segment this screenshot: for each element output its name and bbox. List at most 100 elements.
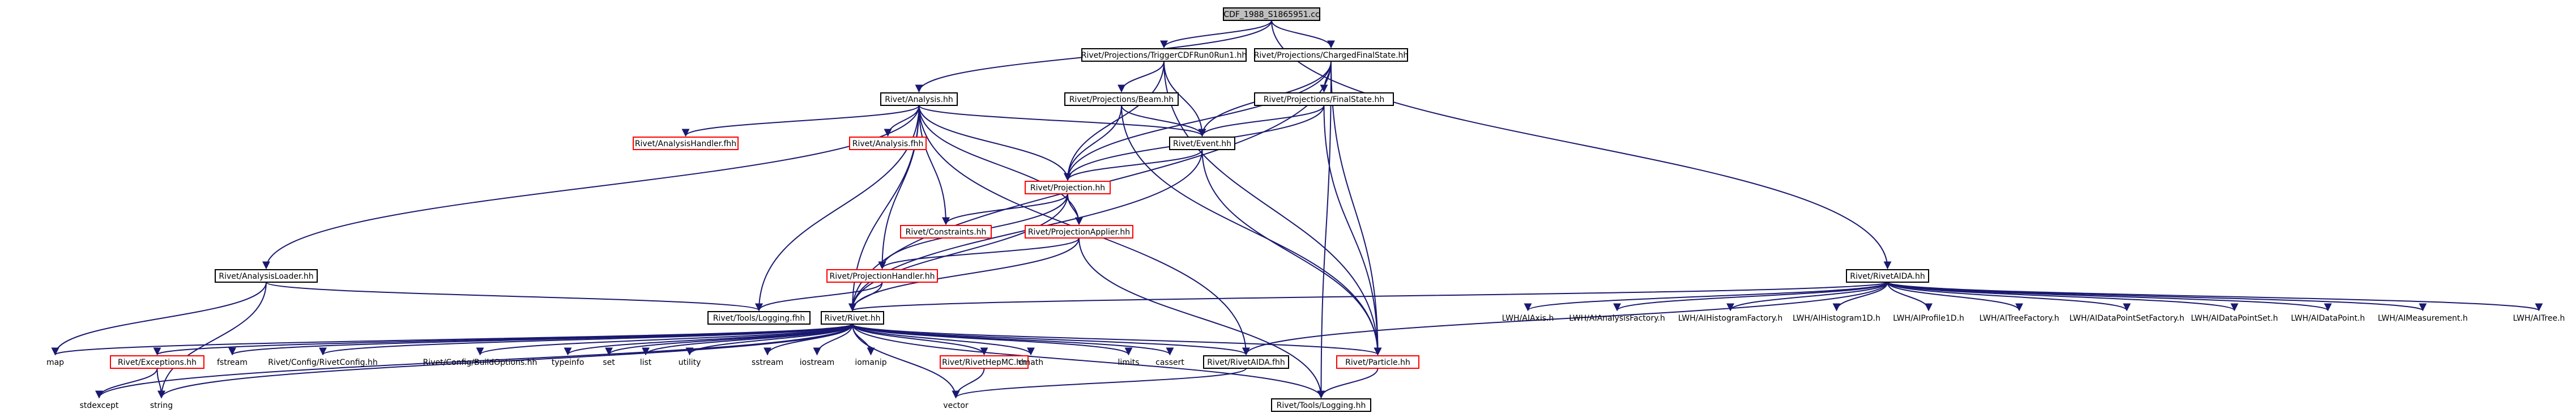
edge-rivethh-to-list bbox=[642, 324, 853, 356]
node-event[interactable]: Rivet/Event.hh bbox=[1169, 137, 1235, 150]
node-label: Rivet/Analysis.fhh bbox=[852, 139, 924, 148]
edge-arrow bbox=[918, 105, 950, 225]
node-box bbox=[707, 311, 811, 325]
node-toolslogfhh[interactable]: Rivet/Tools/Logging.fhh bbox=[707, 311, 811, 325]
node-label: iomanip bbox=[855, 358, 886, 367]
edge-rivetaida-to-iprofile1d bbox=[1887, 282, 1933, 312]
edge-rivetaida-to-idpsfactory bbox=[1887, 282, 2131, 312]
node-ihistogramfactory: LWH/AIHistogramFactory.h bbox=[1678, 314, 1782, 323]
node-beam[interactable]: Rivet/Projections/Beam.hh bbox=[1064, 92, 1179, 106]
edge-loader-to-string bbox=[157, 282, 267, 399]
edge-analysis-to-loader bbox=[262, 105, 920, 270]
node-analysisfhh[interactable]: Rivet/Analysis.fhh bbox=[849, 137, 927, 150]
node-label: Rivet/RivetHepMC.hh bbox=[942, 358, 1026, 367]
node-set: set bbox=[603, 358, 615, 367]
edge-arrow bbox=[1121, 105, 1382, 356]
edge-event-to-projection bbox=[1064, 149, 1203, 181]
node-handler[interactable]: Rivet/AnalysisHandler.fhh bbox=[633, 137, 739, 150]
edge-arrow bbox=[1064, 61, 1165, 181]
edge-arrow bbox=[157, 324, 853, 399]
node-projection[interactable]: Rivet/Projection.hh bbox=[1025, 181, 1111, 194]
edge-analysis-to-event bbox=[918, 105, 1206, 137]
edge-arrow bbox=[755, 282, 883, 312]
edge-arrow bbox=[878, 105, 920, 270]
edge-arrow bbox=[1064, 105, 1122, 181]
node-label: LWH/AIProfile1D.h bbox=[1893, 314, 1964, 323]
node-exceptions[interactable]: Rivet/Exceptions.hh bbox=[110, 355, 204, 369]
node-label: iostream bbox=[800, 358, 835, 367]
edge-arrow bbox=[1198, 105, 1325, 137]
edge-rivetaida-to-rivetaidafhh bbox=[1242, 282, 1888, 356]
edge-arrow bbox=[813, 324, 853, 356]
edge-arrow bbox=[1887, 282, 2131, 312]
edge-arrow bbox=[852, 324, 1382, 356]
node-label: string bbox=[150, 401, 173, 410]
edge-arrow bbox=[1242, 282, 1888, 356]
node-rivetaida[interactable]: Rivet/RivetAIDA.hh bbox=[1846, 269, 1929, 283]
node-label: Rivet/Rivet.hh bbox=[825, 314, 881, 323]
edge-projhandler-to-toolslogfhh bbox=[755, 282, 883, 312]
node-label: utility bbox=[679, 358, 701, 367]
node-box bbox=[1169, 137, 1235, 150]
node-constraints[interactable]: Rivet/Constraints.hh bbox=[900, 225, 992, 239]
edge-analysis-to-handler bbox=[681, 105, 920, 137]
node-projapplier[interactable]: Rivet/ProjectionApplier.hh bbox=[1025, 225, 1133, 239]
edge-rivetaida-to-idps bbox=[1887, 282, 2238, 312]
edge-arrow bbox=[228, 324, 853, 356]
node-fs[interactable]: Rivet/Projections/FinalState.hh bbox=[1254, 92, 1394, 106]
node-cfs[interactable]: Rivet/Projections/ChargedFinalState.hh bbox=[1254, 48, 1409, 62]
edge-rivethh-to-cassert bbox=[852, 324, 1174, 356]
node-loader[interactable]: Rivet/AnalysisLoader.hh bbox=[215, 269, 318, 283]
node-idps: LWH/AIDataPointSet.h bbox=[2191, 314, 2278, 323]
edge-arrow bbox=[476, 324, 853, 356]
node-label: sstream bbox=[752, 358, 783, 367]
node-box bbox=[849, 137, 927, 150]
node-label: Rivet/RivetAIDA.hh bbox=[1850, 272, 1925, 281]
node-particle[interactable]: Rivet/Particle.hh bbox=[1336, 355, 1419, 369]
node-root[interactable]: CDF_1988_S1865951.cc bbox=[1223, 7, 1320, 21]
edge-hepmc-to-vector bbox=[952, 368, 985, 399]
node-label: Rivet/Projection.hh bbox=[1030, 184, 1105, 193]
edge-trigger-to-beam bbox=[1118, 61, 1165, 93]
node-box bbox=[1254, 92, 1394, 106]
node-label: map bbox=[46, 358, 64, 367]
edge-arrow bbox=[918, 105, 1072, 181]
edge-rivetaida-to-ianalysisfactory bbox=[1613, 282, 1888, 312]
node-label: cassert bbox=[1155, 358, 1184, 367]
node-trigger[interactable]: Rivet/Projections/TriggerCDFRun0Run1.hh bbox=[1081, 48, 1247, 62]
node-hepmc[interactable]: Rivet/RivetHepMC.hh bbox=[940, 355, 1029, 369]
edge-rivethh-to-limits bbox=[852, 324, 1133, 356]
edge-arrow bbox=[918, 105, 1083, 225]
node-analysis[interactable]: Rivet/Analysis.hh bbox=[880, 92, 958, 106]
node-cassert: cassert bbox=[1155, 358, 1184, 367]
edge-analysis-to-projapplier bbox=[918, 105, 1083, 225]
edge-particle-to-toolslogging bbox=[1317, 368, 1379, 399]
edge-trigger-to-projection bbox=[1064, 61, 1165, 181]
node-projhandler[interactable]: Rivet/ProjectionHandler.hh bbox=[826, 269, 938, 283]
node-idp: LWH/AIDataPoint.h bbox=[2291, 314, 2365, 323]
node-box bbox=[826, 269, 938, 283]
node-label: LWH/AITreeFactory.h bbox=[1980, 314, 2059, 323]
edge-arrow bbox=[1317, 368, 1379, 399]
node-rivethh[interactable]: Rivet/Rivet.hh bbox=[821, 311, 884, 325]
node-label: LWH/AIMeasurement.h bbox=[2378, 314, 2468, 323]
node-label: Rivet/Exceptions.hh bbox=[118, 358, 197, 367]
node-ihistogram1d: LWH/AIHistogram1D.h bbox=[1793, 314, 1880, 323]
node-label: Rivet/Constraints.hh bbox=[906, 228, 987, 237]
node-string: string bbox=[150, 401, 173, 410]
edge-rivetaida-to-ihistogram1d bbox=[1832, 282, 1888, 312]
node-ianalysisfactory: LWH/AIAnalysisFactory.h bbox=[1569, 314, 1665, 323]
edge-fs-to-particle bbox=[1323, 105, 1382, 356]
edge-fs-to-event bbox=[1198, 105, 1325, 137]
edge-arrow bbox=[852, 324, 1035, 356]
edge-rivethh-to-fstream bbox=[228, 324, 853, 356]
edge-root-to-cfs bbox=[1271, 20, 1335, 49]
node-box bbox=[900, 225, 992, 239]
node-label: Rivet/RivetAIDA.fhh bbox=[1207, 358, 1285, 367]
node-rivetaidafhh[interactable]: Rivet/RivetAIDA.fhh bbox=[1203, 355, 1289, 369]
node-toolslogging[interactable]: Rivet/Tools/Logging.hh bbox=[1271, 398, 1371, 412]
edge-rivetaida-to-imeasurement bbox=[1887, 282, 2427, 312]
edge-arrow bbox=[1160, 20, 1272, 49]
edge-arrow bbox=[51, 282, 267, 356]
node-label: set bbox=[603, 358, 615, 367]
